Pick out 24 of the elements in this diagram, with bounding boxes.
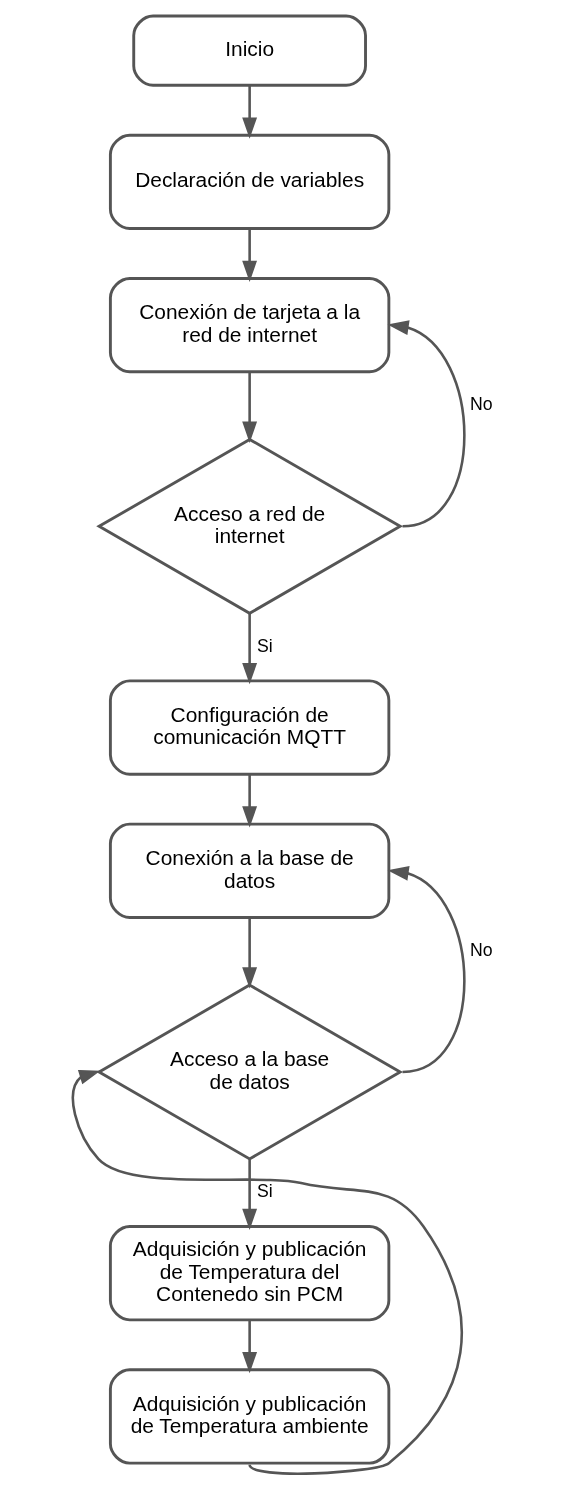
arrow <box>242 917 258 989</box>
edge-label: Si <box>257 635 273 656</box>
node-box: Configuración de comunicación MQTT <box>108 679 391 776</box>
node-diamond: Acceso a red de internet <box>96 437 404 615</box>
node-box: Conexión de tarjeta a la red de internet <box>108 277 391 374</box>
arrow <box>242 613 258 685</box>
edge-label: No <box>470 939 493 960</box>
node-box: Declaración de variables <box>108 133 391 230</box>
edge-label: No <box>470 394 493 415</box>
edge-label: Si <box>257 1181 273 1202</box>
node-diamond: Acceso a la base de datos <box>96 983 404 1161</box>
node-box: Conexión a la base de datos <box>108 822 391 919</box>
node-box: Inicio <box>132 14 367 87</box>
arrow <box>242 1319 258 1374</box>
arrow <box>71 1069 463 1475</box>
arrow <box>242 372 258 443</box>
node-box: Adquisición y publicación de Temperatura ambiente <box>108 1368 391 1465</box>
arrow <box>242 228 258 282</box>
arrow <box>387 320 466 528</box>
arrow <box>242 774 258 828</box>
arrow <box>387 865 466 1074</box>
node-box: Adquisición y publicación de Temperatura del Contenedo sin PCM <box>108 1225 391 1322</box>
arrow <box>242 85 258 139</box>
arrow <box>242 1159 258 1230</box>
